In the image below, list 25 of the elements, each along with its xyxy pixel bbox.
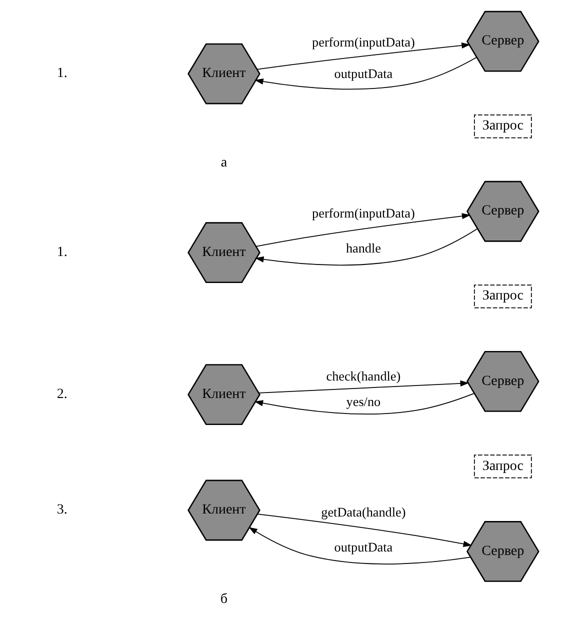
edge-label: getData(handle) [321,504,406,520]
arrow [254,228,478,266]
arrow [254,56,477,90]
edge-label: perform(inputData) [312,206,415,221]
node-box: Запрос [474,114,532,138]
edge-label: outputData [334,539,393,554]
arrow [256,213,471,247]
label: б [220,592,228,607]
edge-label: yes/no [346,394,381,409]
label: 3. [56,502,68,518]
node-box: Запрос [474,284,532,308]
arrow [256,42,470,70]
arrow [254,393,475,414]
edge-label: perform(inputData) [312,34,415,50]
label: 1. [56,244,68,260]
edge-label: check(handle) [326,368,401,384]
edge-label: outputData [334,66,393,82]
arrow [248,527,472,564]
label: 1. [56,66,68,82]
node-box: Запрос [474,454,532,478]
arrow [258,380,470,394]
label: 2. [56,386,68,402]
arrow [257,514,472,547]
edge-label: handle [346,240,381,256]
label: а [220,156,228,171]
